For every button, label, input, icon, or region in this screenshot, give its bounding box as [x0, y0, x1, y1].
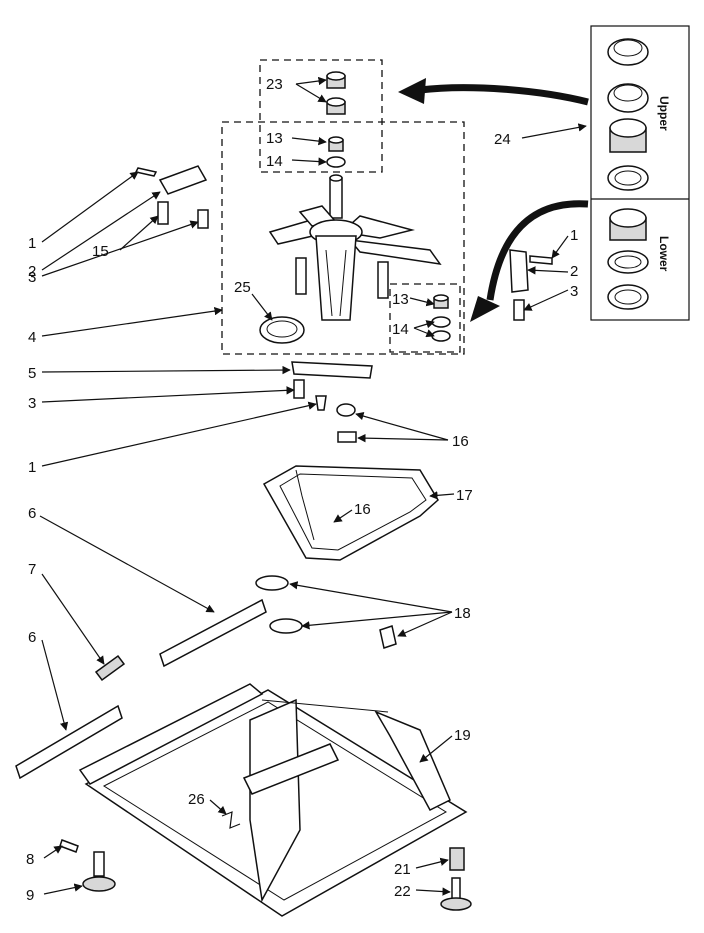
foot-22: [440, 897, 472, 911]
upper-ring-1: [607, 38, 649, 66]
callout-23: 23: [266, 76, 283, 93]
callout-24: 24: [494, 131, 511, 148]
callout-14-lower: 14: [392, 321, 409, 338]
bearing-detail-box: [259, 59, 383, 173]
callout-1-mid: 1: [28, 459, 36, 476]
callout-2-left: 2: [28, 263, 36, 280]
base-frame-19: [78, 683, 468, 917]
callout-22: 22: [394, 883, 411, 900]
left-clamp-parts: [134, 165, 209, 229]
callout-1-left: 1: [28, 235, 36, 252]
callout-9: 9: [26, 887, 34, 904]
callout-21: 21: [394, 861, 411, 878]
callout-2-right: 2: [570, 263, 578, 280]
gearcase-assembly: [268, 174, 442, 321]
pad-16-a: [336, 403, 356, 417]
pad-18-a: [255, 575, 289, 591]
upper-kit-arrow: [419, 84, 589, 106]
callout-13-lower: 13: [392, 291, 409, 308]
pad-16-b: [337, 431, 357, 443]
clip-26: [221, 811, 241, 829]
callout-14-upper: 14: [266, 153, 283, 170]
foot-9: [82, 876, 116, 892]
callout-6-upper: 6: [28, 505, 36, 522]
lower-kit-arrow: [486, 200, 589, 301]
base-plate-17: [262, 465, 439, 561]
lower-bearing-stack: [431, 294, 451, 342]
pad-18-c: [379, 625, 397, 649]
callout-13-upper: 13: [266, 130, 283, 147]
leader-lines: [39, 76, 587, 896]
lower-ring-1: [607, 250, 649, 274]
rail-6-upper: [159, 598, 267, 668]
callout-25: 25: [234, 279, 251, 296]
callout-16-top: 16: [452, 433, 469, 450]
callout-17: 17: [456, 487, 473, 504]
callout-1-right: 1: [570, 227, 578, 244]
callout-3-mid: 3: [28, 395, 36, 412]
callout-8: 8: [26, 851, 34, 868]
lower-kit-label: Lower: [657, 236, 671, 272]
bearing-kit-panel: Upper Lower: [590, 25, 690, 321]
mechanism-box: [221, 121, 465, 355]
upper-kit-label: Upper: [657, 96, 671, 131]
callout-18: 18: [454, 605, 471, 622]
callout-4: 4: [28, 329, 36, 346]
callout-3-left: 3: [28, 269, 36, 286]
callout-5: 5: [28, 365, 36, 382]
strap-5: [291, 361, 373, 379]
lower-bearing-detail-box: [389, 283, 461, 353]
sleeve-21: [449, 847, 465, 871]
lower-ring-2: [607, 284, 649, 310]
callout-6-lower: 6: [28, 629, 36, 646]
rail-6-lower: [15, 704, 123, 780]
callout-26: 26: [188, 791, 205, 808]
callout-labels: 23 13 14 24 1 2 15 3 4 25 13 14 1 2 3 5 …: [26, 76, 578, 904]
spring-7: [94, 654, 126, 682]
callout-7: 7: [28, 561, 36, 578]
callout-15: 15: [92, 243, 109, 260]
upper-ring-2: [607, 83, 649, 113]
bearing-stack: [326, 71, 346, 168]
upper-ring-3: [607, 165, 649, 191]
right-clamp-parts: [509, 249, 553, 321]
bolt-8: [59, 839, 79, 853]
callout-19: 19: [454, 727, 471, 744]
callout-16-mid: 16: [354, 501, 371, 518]
callout-3-right: 3: [570, 283, 578, 300]
pad-18-b: [269, 618, 303, 634]
